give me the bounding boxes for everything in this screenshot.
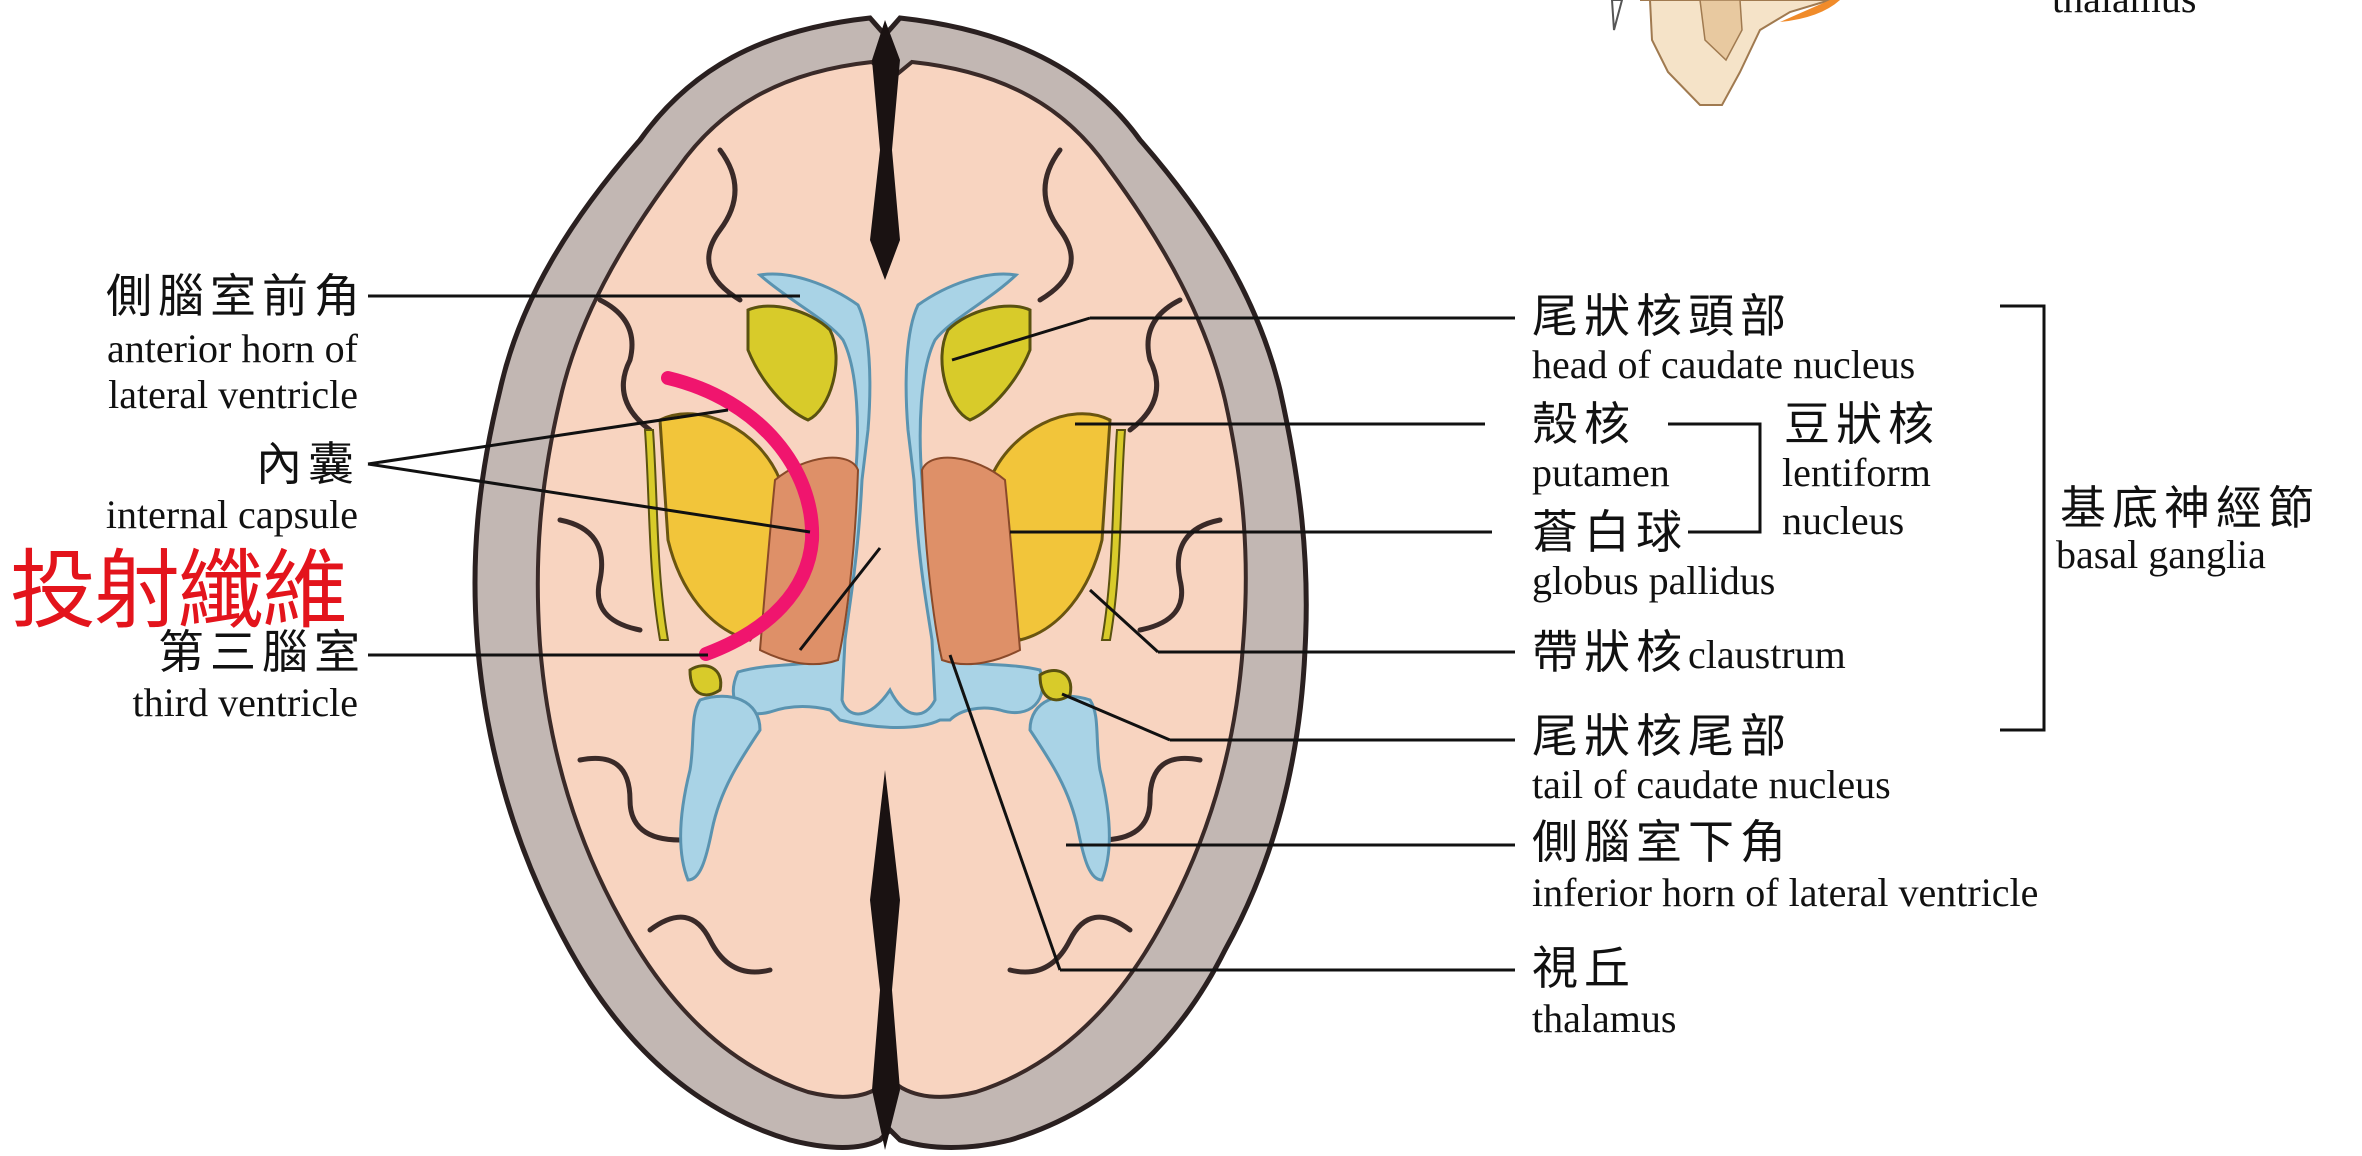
label-basal-ganglia-zh: 基底神經節 xyxy=(2060,484,2320,532)
label-thalamus-en: thalamus xyxy=(1532,998,1676,1040)
inset-illustration-cropped xyxy=(1612,0,1840,105)
label-anterior-horn-en2: lateral ventricle xyxy=(108,374,358,416)
label-third-ventricle-zh: 第三腦室 xyxy=(158,628,366,676)
label-anterior-horn-en1: anterior horn of xyxy=(107,328,358,370)
label-claustrum: 帶狀核claustrum xyxy=(1532,628,1846,676)
label-thalamus-zh: 視丘 xyxy=(1532,944,1636,992)
label-head-caudate-en: head of caudate nucleus xyxy=(1532,344,1915,386)
label-projection-fibers: 投射纖維 xyxy=(10,548,346,634)
label-internal-capsule-zh: 內囊 xyxy=(256,440,360,488)
label-head-caudate-zh: 尾狀核頭部 xyxy=(1532,292,1792,340)
label-lentiform-en2: nucleus xyxy=(1782,500,1904,542)
label-putamen-en: putamen xyxy=(1532,452,1670,494)
label-inferior-horn-zh: 側腦室下角 xyxy=(1532,818,1792,866)
brain-section xyxy=(475,18,1306,1150)
label-lentiform-en1: lentiform xyxy=(1782,452,1931,494)
label-claustrum-zh: 帶狀核 xyxy=(1532,625,1688,679)
label-top-cropped-thalamus: thalamus xyxy=(2052,0,2196,20)
label-putamen-zh: 殼核 xyxy=(1532,400,1636,448)
label-lentiform-zh: 豆狀核 xyxy=(1784,400,1940,448)
label-tail-caudate-zh: 尾狀核尾部 xyxy=(1532,712,1792,760)
label-globus-pallidus-zh: 蒼白球 xyxy=(1532,508,1688,556)
label-internal-capsule-en: internal capsule xyxy=(106,494,358,536)
label-anterior-horn-zh: 側腦室前角 xyxy=(106,272,366,320)
label-third-ventricle-en: third ventricle xyxy=(133,682,358,724)
label-globus-pallidus-en: globus pallidus xyxy=(1532,560,1775,602)
label-claustrum-en: claustrum xyxy=(1688,632,1846,677)
label-basal-ganglia-en: basal ganglia xyxy=(2056,534,2266,576)
label-tail-caudate-en: tail of caudate nucleus xyxy=(1532,764,1891,806)
label-inferior-horn-en: inferior horn of lateral ventricle xyxy=(1532,872,2038,914)
